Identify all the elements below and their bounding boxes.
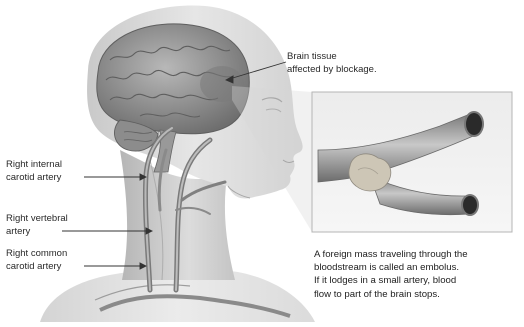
artery-opening-lower <box>462 195 478 215</box>
caption-line-4: flow to part of the brain stops. <box>314 288 519 301</box>
internal-carotid-line2: carotid artery <box>6 171 62 184</box>
common-carotid-line1: Right common <box>6 247 67 260</box>
common-carotid-line2: carotid artery <box>6 260 67 273</box>
artery-opening-upper <box>465 112 483 136</box>
vertebral-line1: Right vertebral <box>6 212 68 225</box>
internal-carotid-line1: Right internal <box>6 158 62 171</box>
internal-carotid-label: Right internal carotid artery <box>6 158 62 184</box>
vertebral-label: Right vertebral artery <box>6 212 68 238</box>
caption-line-2: bloodstream is called an embolus. <box>314 261 519 274</box>
caption-line-3: If it lodges in a small artery, blood <box>314 274 519 287</box>
caption-line-1: A foreign mass traveling through the <box>314 248 519 261</box>
brain-tissue-line2: affected by blockage. <box>287 63 377 76</box>
brain-tissue-line1: Brain tissue <box>287 50 377 63</box>
embolus-caption: A foreign mass traveling through the blo… <box>314 248 519 301</box>
common-carotid-label: Right common carotid artery <box>6 247 67 273</box>
brain-tissue-label: Brain tissue affected by blockage. <box>287 50 377 76</box>
embolus-inset <box>312 92 512 232</box>
vertebral-line2: artery <box>6 225 68 238</box>
